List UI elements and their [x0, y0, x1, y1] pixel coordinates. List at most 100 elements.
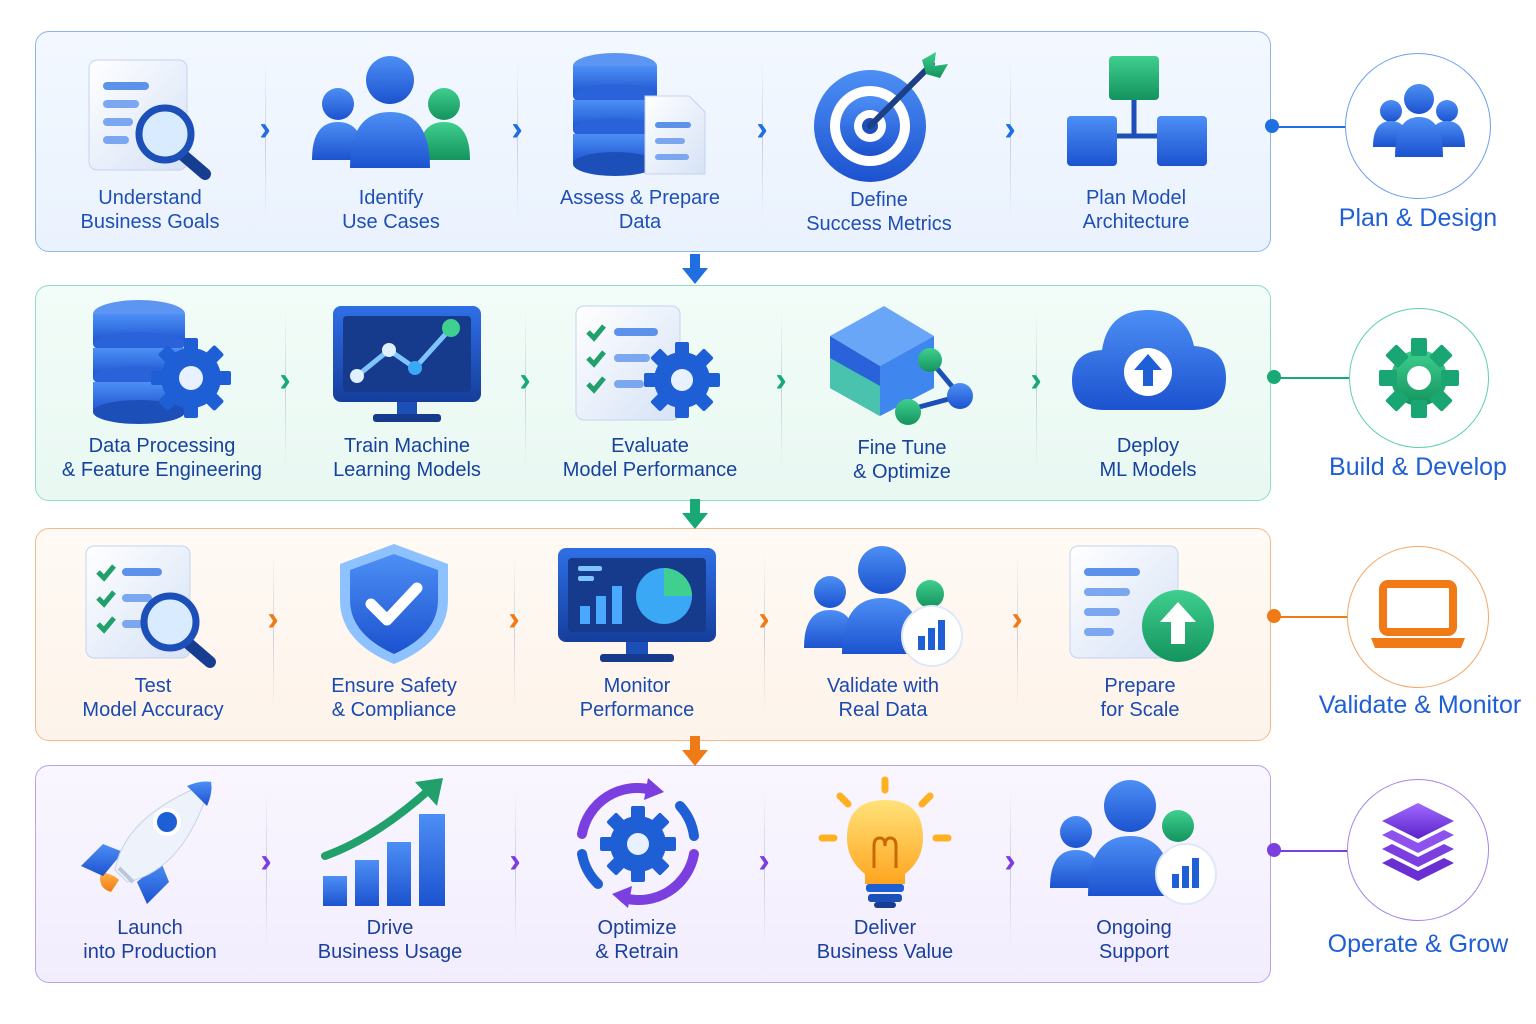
step-label-line1: Assess & Prepare [559, 187, 721, 209]
chevron-right-icon: › [758, 600, 770, 638]
phase-connector [1274, 377, 1350, 379]
chevron-right-icon: › [279, 361, 291, 399]
connector-dot [1267, 609, 1281, 623]
phase-label: Validate & Monitor [1318, 691, 1522, 719]
chevron-right-icon: › [758, 842, 770, 880]
document-upload-icon [1069, 545, 1214, 662]
users-chart-icon [1050, 780, 1217, 905]
step-divider [1036, 310, 1037, 470]
connector-dot [1267, 370, 1281, 384]
chevron-right-icon: › [509, 842, 521, 880]
step-divider [285, 310, 286, 470]
chevron-right-icon: › [508, 600, 520, 638]
step-divider [273, 552, 274, 712]
step-label-line2: & Retrain [595, 941, 679, 963]
step-label-line2: for Scale [1100, 699, 1180, 721]
users-icon [312, 56, 470, 168]
step-ensure-safety-compliance: Ensure Safety & Compliance [274, 540, 514, 722]
step-label-line2: Real Data [838, 699, 928, 721]
step-label-line1: Drive [366, 917, 414, 939]
users-chart-icon [804, 546, 963, 667]
step-label-line2: Business Goals [80, 211, 220, 233]
checklist-search-icon [85, 545, 216, 668]
step-validate-real-data: Validate with Real Data [763, 540, 1003, 722]
step-label-line2: & Feature Engineering [61, 459, 263, 481]
step-divider [1010, 60, 1011, 220]
chevron-right-icon: › [260, 842, 272, 880]
laptop-icon [1371, 580, 1465, 648]
step-divider [266, 790, 267, 950]
step-drive-business-usage: Drive Business Usage [270, 776, 510, 964]
step-label-line1: Deploy [1116, 435, 1180, 457]
chevron-right-icon: › [1030, 361, 1042, 399]
step-divider [762, 60, 763, 220]
cube-network-icon [830, 306, 973, 425]
step-label-line1: Launch [117, 917, 183, 939]
database-gear-icon [93, 300, 231, 424]
step-label-line1: Deliver [853, 917, 917, 939]
step-label-line2: into Production [83, 941, 217, 963]
step-identify-use-cases: Identify Use Cases [271, 50, 511, 234]
phase-label: Operate & Grow [1327, 930, 1509, 958]
step-data-processing: Data Processing & Feature Engineering [42, 298, 282, 482]
chevron-right-icon: › [1011, 600, 1023, 638]
step-test-model-accuracy: Test Model Accuracy [33, 540, 273, 722]
chevron-right-icon: › [519, 361, 531, 399]
step-prepare-for-scale: Prepare for Scale [1020, 540, 1260, 722]
connector-dot [1267, 843, 1281, 857]
lightbulb-icon [818, 776, 952, 908]
document-search-icon [88, 59, 211, 180]
chevron-right-icon: › [511, 110, 523, 148]
step-label-line2: Business Value [816, 941, 954, 963]
monitor-chart-icon [333, 306, 481, 422]
step-deliver-business-value: Deliver Business Value [765, 776, 1005, 964]
step-assess-prepare-data: Assess & Prepare Data [520, 50, 760, 234]
users-icon [1373, 84, 1465, 157]
step-label-line1: Monitor [603, 675, 671, 697]
step-label-line2: ML Models [1099, 459, 1197, 481]
step-label-line1: Prepare [1104, 675, 1176, 697]
arrow-down-icon [682, 736, 708, 766]
step-divider [265, 60, 266, 220]
step-divider [1017, 552, 1018, 712]
chevron-right-icon: › [259, 110, 271, 148]
phase-connector [1272, 126, 1346, 128]
step-label-line2: Architecture [1082, 211, 1190, 233]
step-label-line1: Optimize [597, 917, 677, 939]
step-label-line1: Train Machine [344, 435, 470, 457]
step-divider [517, 60, 518, 220]
step-label-line1: Understand [98, 187, 202, 209]
shield-check-icon [340, 544, 448, 664]
step-label-line1: Ongoing [1096, 917, 1172, 939]
step-label-line1: Define [850, 189, 908, 211]
step-divider [1010, 790, 1011, 950]
step-label-line2: Data [618, 211, 662, 233]
chevron-right-icon: › [267, 600, 279, 638]
step-label-line2: Learning Models [333, 459, 481, 481]
layers-icon [1382, 803, 1454, 881]
monitor-dashboard-icon [558, 548, 716, 662]
phase-icon-plan-design [1345, 53, 1491, 199]
phase-icon-build-develop [1349, 308, 1489, 448]
checklist-gear-icon [575, 305, 720, 421]
step-label-line1: Test [134, 675, 172, 697]
step-deploy-ml-models: Deploy ML Models [1028, 298, 1268, 482]
chevron-right-icon: › [1004, 110, 1016, 148]
database-document-icon [573, 53, 706, 176]
growth-chart-icon [321, 778, 445, 906]
step-label-line2: Model Performance [562, 459, 738, 481]
step-label-line2: Performance [579, 699, 695, 721]
chevron-right-icon: › [1004, 842, 1016, 880]
step-divider [514, 552, 515, 712]
step-fine-tune-optimize: Fine Tune & Optimize [782, 298, 1022, 484]
arrow-down-icon [682, 254, 708, 284]
step-label-line2: Model Accuracy [82, 699, 224, 721]
step-label-line2: & Compliance [331, 699, 457, 721]
phase-icon-validate-monitor [1347, 546, 1489, 688]
step-plan-model-architecture: Plan Model Architecture [1016, 50, 1256, 234]
target-icon [814, 52, 948, 182]
step-divider [781, 310, 782, 470]
step-ongoing-support: Ongoing Support [1014, 776, 1254, 964]
step-define-success-metrics: Define Success Metrics [759, 50, 999, 236]
connector-dot [1265, 119, 1279, 133]
